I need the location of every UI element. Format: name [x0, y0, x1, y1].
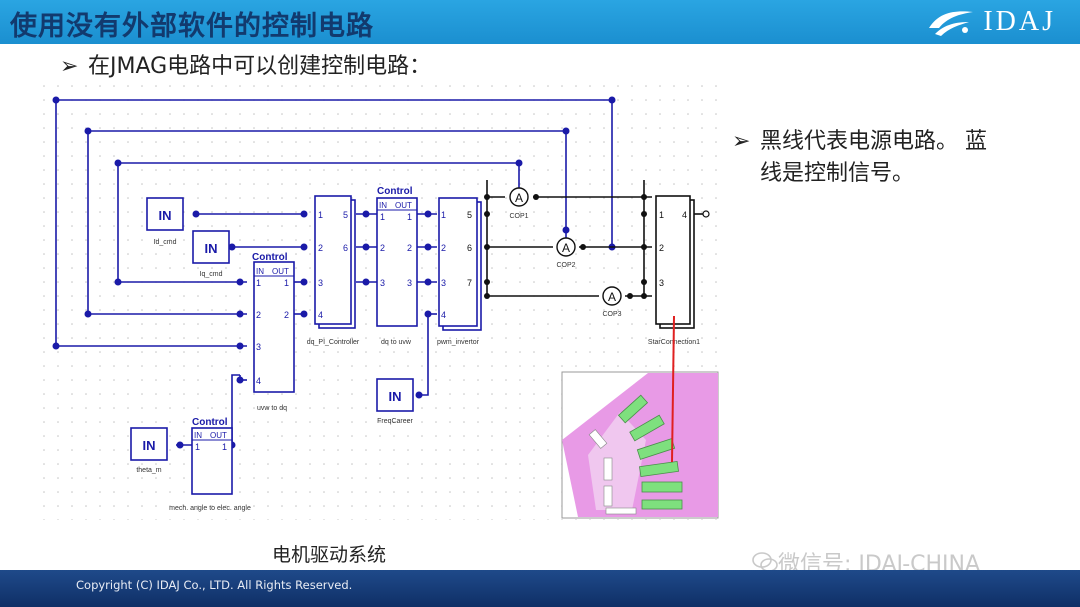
pin-label: 1	[380, 212, 385, 222]
logo-text: IDAJ	[983, 6, 1056, 37]
in-label: IN	[205, 241, 218, 256]
block-label-dq-to-uvw: dq to uvw	[381, 339, 412, 346]
port-in-label: IN	[379, 201, 387, 210]
legend-line-2: 线是控制信号。	[760, 161, 915, 186]
ammeter-cop3: A COP3	[602, 286, 622, 318]
pin-label: 3	[380, 278, 385, 288]
meter-symbol: A	[515, 191, 523, 205]
pin-label: 1	[407, 212, 412, 222]
pin-label: 5	[343, 210, 348, 220]
pin-label: 6	[467, 243, 472, 253]
idaj-logo: IDAJ	[925, 6, 1056, 38]
legend-line-1: 黑线代表电源电路。 蓝	[760, 129, 987, 154]
meter-symbol: A	[608, 290, 616, 304]
pin-label: 2	[256, 310, 261, 320]
output-terminal	[702, 210, 710, 218]
pin-label: 3	[318, 278, 323, 288]
pin-label: 3	[407, 278, 412, 288]
pin-label: 5	[467, 210, 472, 220]
meter-label: COP3	[602, 311, 621, 318]
pin-label: 1	[284, 278, 289, 288]
intro-bullet: ➢ 在JMAG电路中可以创建控制电路：	[60, 48, 431, 80]
pin-label: 4	[682, 210, 687, 220]
control-junctions	[52, 96, 616, 449]
block-label-dq-pi-controller: dq_PI_Controller	[307, 339, 360, 346]
control-block-uvw-to-dq: Control IN OUT 1 1 2 2 3 4 uvw to dq	[252, 252, 295, 412]
port-out-label: OUT	[395, 201, 412, 210]
pin-label: 3	[659, 278, 664, 288]
pin-label: 1	[256, 278, 261, 288]
control-block-dq-to-uvw: Control IN OUT 1 1 2 2 3 3 dq to uvw	[376, 186, 418, 346]
pin-label: 6	[343, 243, 348, 253]
block-pwm-invertor: 1 2 3 4 5 6 7 pwm_invertor	[437, 197, 482, 346]
in-label: IN	[143, 438, 156, 453]
pin-label: 2	[380, 243, 385, 253]
in-block-freqcareer: IN FreqCareer	[376, 378, 414, 425]
in-block-id-cmd: IN Id_cmd	[146, 197, 184, 246]
block-label-uvw-to-dq: uvw to dq	[257, 405, 287, 412]
pin-label: 4	[318, 310, 323, 320]
pin-label: 3	[256, 342, 261, 352]
in-label: IN	[159, 208, 172, 223]
pin-label: 1	[441, 210, 446, 220]
block-label-pwm-invertor: pwm_invertor	[437, 339, 480, 346]
in-block-theta-m: IN theta_m	[130, 427, 168, 474]
ammeter-cop2: A COP2	[556, 237, 576, 269]
pin-label: 2	[407, 243, 412, 253]
block-star-connection: 1 2 3 4 StarConnection1	[648, 195, 700, 346]
intro-text: 在JMAG电路中可以创建控制电路：	[88, 54, 432, 79]
pin-label: 1	[318, 210, 323, 220]
port-out-label: OUT	[210, 431, 227, 440]
footer-bar: Copyright (C) IDAJ Co., LTD. All Rights …	[0, 570, 1080, 607]
meter-symbol: A	[562, 241, 570, 255]
pin-label: 1	[222, 442, 227, 452]
control-title: Control	[377, 186, 413, 197]
input-label-iq-cmd: Iq_cmd	[200, 271, 223, 278]
pin-label: 2	[659, 243, 664, 253]
in-block-iq-cmd: IN Iq_cmd	[192, 230, 230, 278]
port-in-label: IN	[256, 267, 264, 276]
pin-label: 2	[441, 243, 446, 253]
copyright-text: Copyright (C) IDAJ Co., LTD. All Rights …	[76, 578, 353, 592]
control-block-mech-to-elec: Control IN OUT 1 1 mech. angle to elec. …	[169, 417, 251, 512]
pin-label: 4	[441, 310, 446, 320]
block-label-mech-to-elec: mech. angle to elec. angle	[169, 505, 251, 512]
diagram-caption: 电机驱动系统	[272, 544, 387, 566]
in-label: IN	[389, 389, 402, 404]
pin-label: 1	[659, 210, 664, 220]
swoosh-icon	[929, 11, 974, 36]
pin-label: 1	[195, 442, 200, 452]
input-label-theta-m: theta_m	[136, 467, 161, 474]
motor-cross-section	[561, 315, 719, 519]
pin-label: 4	[256, 376, 261, 386]
control-title: Control	[192, 417, 228, 428]
input-label-freqcareer: FreqCareer	[377, 418, 413, 425]
header-bar: 使用没有外部软件的控制电路 IDAJ	[0, 0, 1080, 44]
ammeter-cop1: A COP1	[509, 187, 529, 220]
pin-label: 2	[284, 310, 289, 320]
control-title: Control	[252, 252, 288, 263]
bullet-arrow-icon: ➢	[60, 54, 79, 79]
port-out-label: OUT	[272, 267, 289, 276]
port-in-label: IN	[194, 431, 202, 440]
block-dq-pi-controller: 1 2 3 4 5 6 dq_PI_Controller	[307, 195, 360, 346]
pin-label: 3	[441, 278, 446, 288]
meter-label: COP2	[556, 262, 575, 269]
bullet-arrow-icon: ➢	[732, 129, 751, 154]
legend-bullet: ➢ 黑线代表电源电路。 蓝 线是控制信号。	[732, 126, 987, 190]
pin-label: 7	[467, 278, 472, 288]
slide-title: 使用没有外部软件的控制电路	[10, 11, 374, 42]
meter-label: COP1	[509, 213, 528, 220]
pin-label: 2	[318, 243, 323, 253]
input-label-id-cmd: Id_cmd	[154, 239, 177, 246]
